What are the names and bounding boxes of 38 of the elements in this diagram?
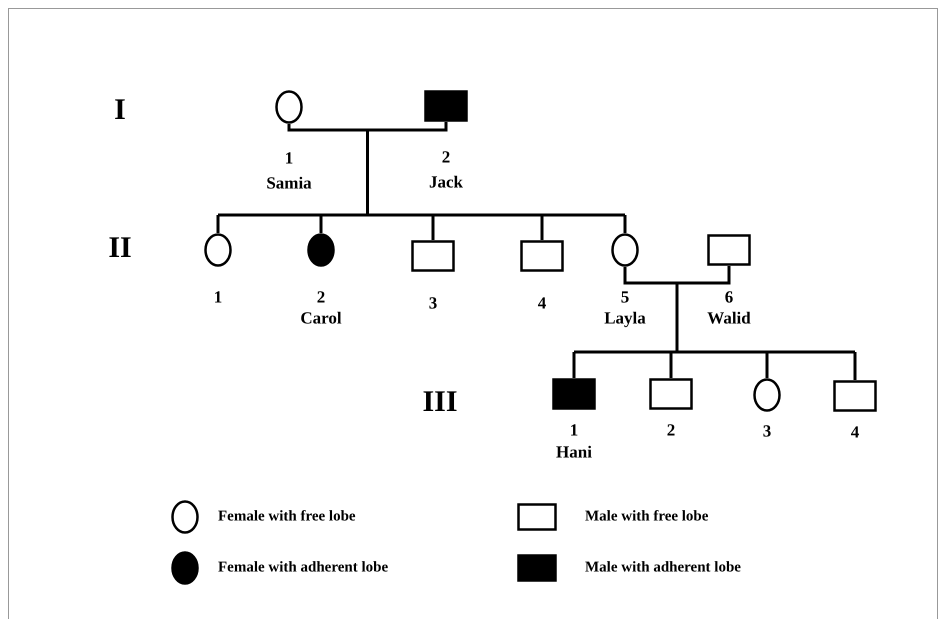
- generation-label: I: [114, 94, 126, 126]
- individual-number: 6: [724, 288, 734, 306]
- individual-name: Walid: [707, 310, 751, 326]
- individual-name: Layla: [604, 310, 646, 326]
- descent-line: [766, 352, 768, 378]
- individual-number: 1: [214, 288, 222, 306]
- individual-number: 4: [850, 424, 860, 440]
- descent-line: [216, 128, 626, 216]
- descent-line: [572, 352, 576, 378]
- individual-number: 1: [284, 150, 294, 166]
- individual-number: 2: [316, 288, 326, 306]
- descent-line: [670, 352, 672, 378]
- individual-number: 3: [428, 294, 438, 312]
- descent-line: [540, 215, 544, 240]
- individual-name: Jack: [429, 174, 463, 190]
- individual-number: 2: [666, 422, 676, 438]
- descent-line: [216, 215, 220, 233]
- generation-label: III: [422, 386, 458, 418]
- legend-text: Female with free lobe: [218, 508, 356, 526]
- individual-name: Samia: [266, 174, 312, 192]
- legend-text: Male with free lobe: [585, 508, 708, 526]
- descent-line: [320, 215, 322, 233]
- descent-line: [432, 215, 434, 240]
- generation-label: II: [108, 232, 132, 264]
- descent-line: [572, 282, 856, 354]
- individual-name: Carol: [300, 310, 342, 326]
- legend-text: Female with adherent lobe: [218, 560, 388, 576]
- individual-number: 3: [762, 422, 772, 440]
- descent-line: [854, 352, 856, 380]
- individual-number: 1: [570, 422, 578, 438]
- individual-name: Hani: [556, 444, 592, 460]
- individual-number: 4: [538, 294, 546, 312]
- marriage-line: [288, 122, 448, 132]
- legend-text: Male with adherent lobe: [585, 560, 741, 576]
- individual-number: 5: [620, 288, 630, 306]
- descent-line: [624, 215, 626, 233]
- marriage-line: [624, 266, 730, 284]
- individual-number: 2: [442, 148, 450, 166]
